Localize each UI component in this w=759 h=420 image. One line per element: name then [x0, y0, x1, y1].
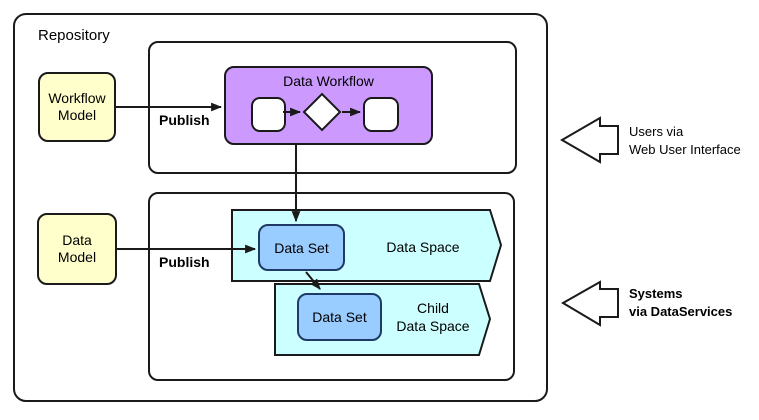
users-left-arrow-icon	[560, 116, 619, 164]
data-set-label: Data Set	[312, 309, 367, 325]
data-set-node: Data Set	[258, 224, 345, 271]
dataspace-group-box	[148, 192, 515, 381]
data-workflow-title: Data Workflow	[283, 73, 374, 89]
publish-label-bottom: Publish	[159, 254, 210, 270]
systems-annotation: Systems via DataServices	[629, 286, 733, 319]
data-model-label: Data Model	[57, 232, 97, 265]
workflow-task-icon	[363, 97, 399, 132]
data-model-node: Data Model	[37, 213, 117, 285]
repository-label: Repository	[38, 27, 110, 44]
workflow-task-icon	[251, 97, 286, 132]
data-set-label: Data Set	[274, 239, 329, 256]
data-space-label: Data Space	[386, 239, 460, 255]
publish-label-top: Publish	[159, 112, 210, 128]
workflow-model-label: Workflow Model	[48, 90, 106, 123]
users-annotation: Users via Web User Interface	[629, 124, 741, 157]
child-data-space-label: Child Data Space	[396, 300, 470, 334]
systems-left-arrow-icon	[561, 280, 619, 327]
workflow-model-node: Workflow Model	[38, 72, 116, 142]
child-data-set-node: Data Set	[297, 293, 382, 341]
repository-box	[13, 13, 548, 402]
data-workflow-node: Data Workflow	[224, 66, 433, 145]
